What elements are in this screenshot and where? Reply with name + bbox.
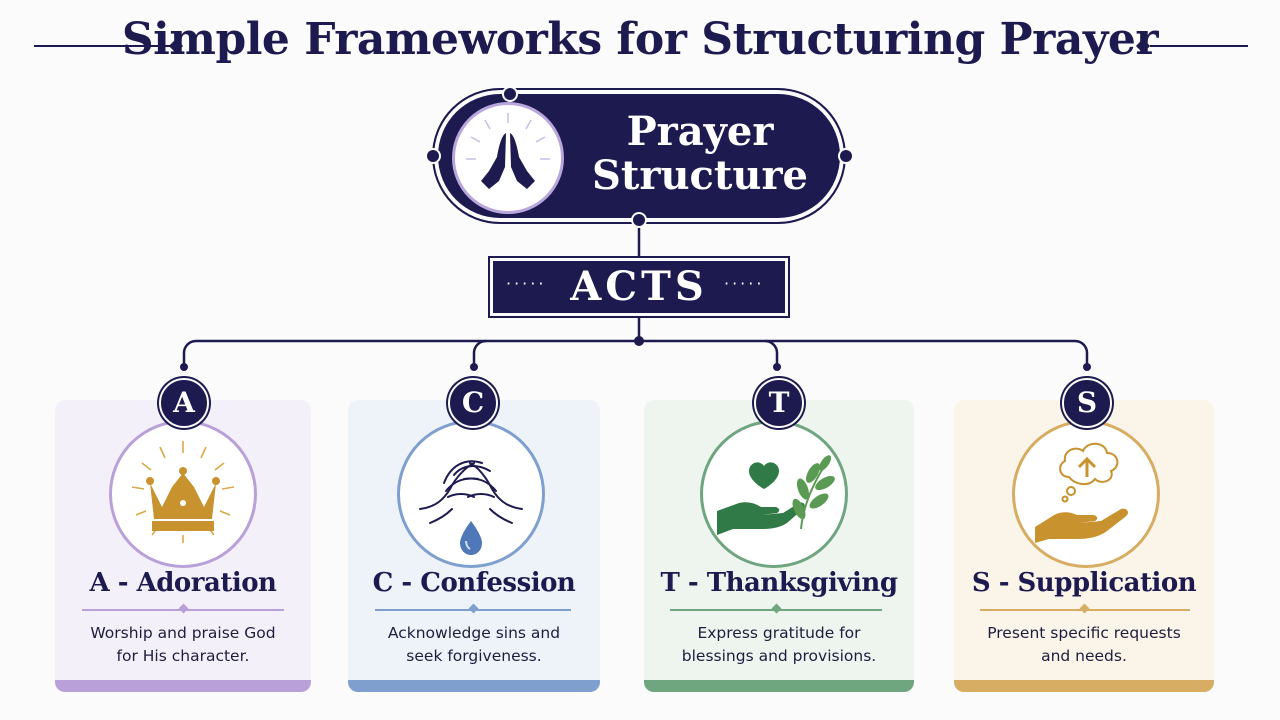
card-title-confession: C - Confession bbox=[372, 568, 576, 598]
card-desc-supplication-line2: and needs. bbox=[1041, 647, 1127, 665]
crown-icon bbox=[109, 420, 257, 568]
card-desc-confession-line1: Acknowledge sins and bbox=[387, 624, 561, 642]
card-desc-supplication: Present specific requests and needs. bbox=[954, 622, 1214, 668]
badge-a: A bbox=[159, 378, 209, 428]
hand-thought-bubble-icon bbox=[1012, 420, 1160, 568]
badge-s: S bbox=[1062, 378, 1112, 428]
hub-title-line2: Structure bbox=[592, 152, 808, 199]
acts-label: ACTS bbox=[570, 263, 708, 310]
acts-dots-left: ····· bbox=[506, 274, 547, 293]
card-desc-thanksgiving-line1: Express gratitude for bbox=[697, 624, 861, 642]
badge-t: T bbox=[754, 378, 804, 428]
acts-framework-box bbox=[488, 256, 790, 318]
card-title-supplication: S - Supplication bbox=[971, 568, 1197, 598]
card-desc-thanksgiving: Express gratitude for blessings and prov… bbox=[644, 622, 914, 668]
hub-connector-dot-bottom bbox=[631, 212, 647, 228]
title-rule-left bbox=[34, 45, 170, 47]
hub-connector-dot-top bbox=[502, 86, 518, 102]
hub-connector-dot-right bbox=[838, 148, 854, 164]
card-thanksgiving-footer bbox=[644, 680, 914, 692]
title-rule-right bbox=[1150, 45, 1248, 47]
card-desc-confession: Acknowledge sins and seek forgiveness. bbox=[348, 622, 600, 668]
badge-c: C bbox=[448, 378, 498, 428]
card-adoration-footer bbox=[55, 680, 311, 692]
acts-dots-right: ····· bbox=[724, 274, 765, 293]
praying-hands-icon bbox=[452, 102, 564, 214]
card-desc-supplication-line1: Present specific requests bbox=[987, 624, 1181, 642]
card-desc-adoration-line1: Worship and praise God bbox=[90, 624, 276, 642]
card-desc-thanksgiving-line2: blessings and provisions. bbox=[681, 647, 877, 665]
hub-title-line1: Prayer bbox=[626, 108, 774, 155]
card-title-adoration: A - Adoration bbox=[89, 568, 277, 598]
card-title-thanksgiving: T - Thanksgiving bbox=[660, 568, 898, 598]
heart-hand-leaf-icon bbox=[700, 420, 848, 568]
card-desc-adoration: Worship and praise God for His character… bbox=[55, 622, 311, 668]
hub-title: Prayer Structure bbox=[580, 110, 820, 198]
card-desc-confession-line2: seek forgiveness. bbox=[406, 647, 542, 665]
folded-hands-droplet-icon bbox=[397, 420, 545, 568]
card-supplication-footer bbox=[954, 680, 1214, 692]
card-confession-footer bbox=[348, 680, 600, 692]
card-desc-adoration-line2: for His character. bbox=[116, 647, 250, 665]
hub-connector-dot-left bbox=[425, 148, 441, 164]
page-title: Simple Frameworks for Structuring Prayer bbox=[121, 14, 1159, 65]
